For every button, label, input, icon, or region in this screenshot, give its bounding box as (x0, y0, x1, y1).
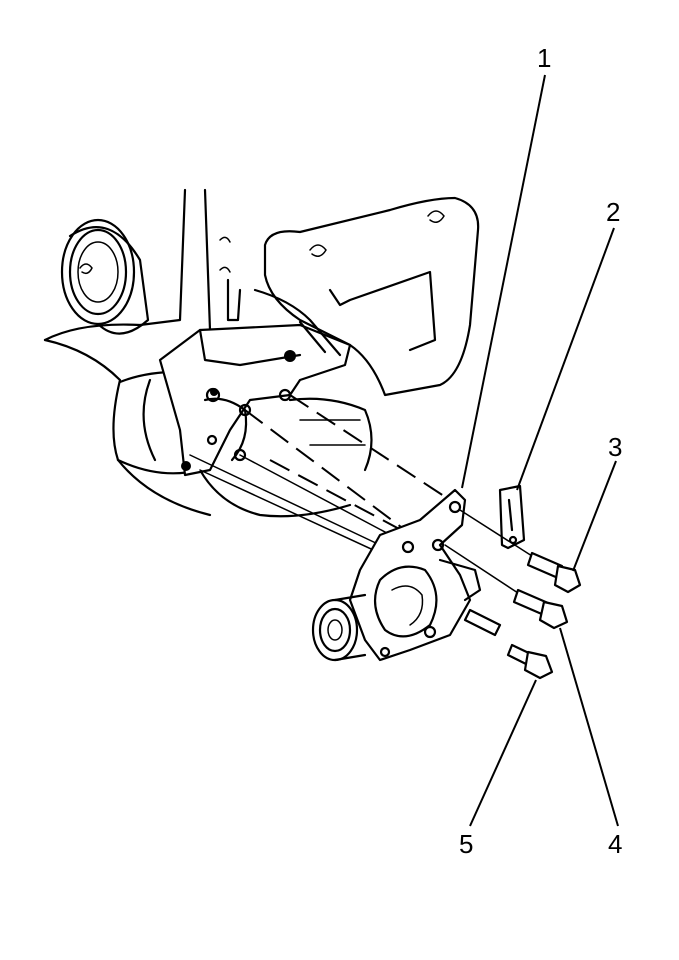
callout-4: 4 (608, 829, 622, 859)
bolt-4 (444, 544, 569, 630)
alignment-lines (189, 394, 451, 561)
callout-1: 1 (537, 43, 551, 73)
callout-5: 5 (459, 829, 473, 859)
crank-pulley (60, 218, 150, 335)
power-steering-pump (311, 488, 502, 662)
leader-lines (461, 74, 619, 827)
engine-mount-bracket (158, 236, 352, 477)
callout-3: 3 (608, 432, 622, 462)
callout-2: 2 (606, 197, 620, 227)
bolt-3 (459, 509, 582, 594)
bolt-5 (506, 643, 554, 680)
